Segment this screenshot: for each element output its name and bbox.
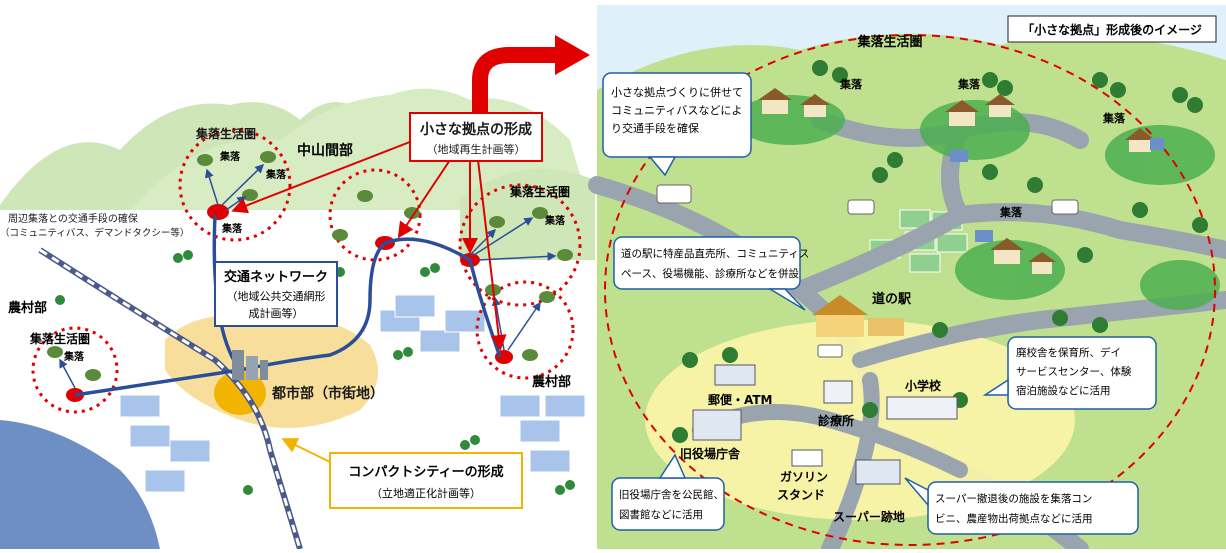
bus-note-line3: り交通手段を確保 <box>611 121 699 135</box>
settlement-blobs <box>47 151 573 381</box>
mountain-region-label: 中山間部 <box>297 142 353 159</box>
school-label: 小学校 <box>905 378 942 393</box>
settlement-area-label-1: 集落生活圏 <box>195 126 256 141</box>
school-note-line3: 宿泊施設などに活用 <box>1016 384 1111 397</box>
bus-note-line2: コミュニティバスなどによ <box>611 104 742 117</box>
right-settlement-4: 集落 <box>999 205 1023 219</box>
urban-area <box>165 315 378 428</box>
gas-station <box>791 449 823 467</box>
station-note-line1: 道の駅に特産品直売所、コミュニティス <box>621 247 809 260</box>
bus-note-callout: 小さな拠点づくりに併せて コミュニティバスなどによ り交通手段を確保 <box>602 72 752 177</box>
clinic-building <box>823 380 853 404</box>
compact-sub: （立地適正化計画等） <box>371 486 481 500</box>
settlement-label-1: 集落 <box>219 150 241 163</box>
right-settlement-1: 集落 <box>839 77 863 91</box>
transition-arrowhead <box>555 35 590 75</box>
network-sub2: 成計画等） <box>249 306 304 320</box>
station-note-line2: ペース、役場機能、診療所などを併設 <box>621 267 799 280</box>
super-note-callout: スーパー撤退後の施設を集落コン ビニ、農産物出荷拠点などに活用 <box>904 477 1139 535</box>
network-title: 交通ネットワーク <box>224 269 328 285</box>
network-sub1: （地域公共交通網形 <box>227 289 326 303</box>
right-area-label: 集落生活圏 <box>856 34 922 50</box>
super-note-line2: ビニ、農産物出荷拠点などに活用 <box>935 512 1093 525</box>
city-buildings <box>232 350 268 380</box>
gas-station-label1: ガソリン <box>780 469 828 484</box>
solar-panels <box>119 294 586 493</box>
settlement-area-boundary <box>604 34 1216 546</box>
transition-arrow <box>472 47 560 115</box>
right-settlement-2: 集落 <box>957 77 981 91</box>
image-title-box: 「小さな拠点」形成後のイメージ <box>1007 15 1217 43</box>
post-building <box>714 364 756 386</box>
buses <box>656 184 1079 358</box>
post-atm-label: 郵便・ATM <box>708 392 772 407</box>
school-note-callout: 廃校舎を保育所、デイ サービスセンター、体験 宿泊施設などに活用 <box>982 336 1157 410</box>
network-box: 交通ネットワーク （地域公共交通網形 成計画等） <box>214 261 338 327</box>
compact-box: コンパクトシティーの形成 （立地適正化計画等） <box>329 452 523 509</box>
settlement-area-label-2: 集落生活圏 <box>509 184 570 199</box>
settlement-label-3: 集落 <box>221 222 243 235</box>
michinoeki-label: 道の駅 <box>872 291 912 307</box>
old-office-building <box>692 409 742 441</box>
gas-station-label2: スタンド <box>777 488 825 502</box>
transport-note-line1: 周辺集落との交通手段の確保 <box>8 212 138 225</box>
office-note-callout: 旧役場庁舎を公民館、 図書館などに活用 <box>611 453 725 531</box>
station-note-callout: 道の駅に特産品直売所、コミュニティス ペース、役場機能、診療所などを併設 <box>613 236 809 311</box>
settlement-circles <box>31 128 582 414</box>
supermarket-building <box>855 459 901 485</box>
urban-label: 都市部（市街地） <box>271 385 384 402</box>
hub-arrows <box>231 139 507 351</box>
small-hub-box: 小さな拠点の形成 （地域再生計画等） <box>409 112 543 162</box>
school-building <box>886 396 958 420</box>
settlement-label-4: 集落 <box>544 214 566 227</box>
image-title: 「小さな拠点」形成後のイメージ <box>1022 22 1202 37</box>
bus-note-line1: 小さな拠点づくりに併せて <box>611 85 743 99</box>
settlement-area-label-3: 集落生活圏 <box>29 331 90 346</box>
old-office-label: 旧役場庁舎 <box>680 446 741 461</box>
office-note-line1: 旧役場庁舎を公民館、 <box>619 488 724 501</box>
super-note-line1: スーパー撤退後の施設を集落コン <box>935 492 1092 505</box>
right-illustration: 「小さな拠点」形成後のイメージ 集落生活圏 集落 集落 集落 集落 小さな拠点づ… <box>588 5 1226 553</box>
settlement-label-2: 集落 <box>265 168 287 181</box>
lake <box>0 420 160 549</box>
compact-title: コンパクトシティーの形成 <box>348 464 503 480</box>
clinic-label: 診療所 <box>818 413 854 428</box>
school-note-line2: サービスセンター、体験 <box>1016 365 1132 378</box>
small-hub-sub: （地域再生計画等） <box>427 142 526 156</box>
compact-arrow <box>281 438 331 463</box>
school-note-line1: 廃校舎を保育所、デイ <box>1016 346 1121 359</box>
settlement-label-5: 集落 <box>63 350 85 363</box>
right-settlement-3: 集落 <box>1102 111 1126 125</box>
transport-note-line2: （コミュニティバス、デマンドタクシー等） <box>0 227 189 239</box>
rural-region-label-2: 農村部 <box>532 374 571 390</box>
rural-region-label-1: 農村部 <box>8 300 47 316</box>
houses <box>758 88 1164 274</box>
left-map: 集落生活圏 集落 集落 集落 中山間部 集落生活圏 集落 農村部 集落生活圏 集… <box>0 35 595 550</box>
michinoeki-building <box>812 295 904 337</box>
office-note-line2: 図書館などに活用 <box>619 508 703 521</box>
small-hub-title: 小さな拠点の形成 <box>420 121 532 138</box>
supermarket-label: スーパー跡地 <box>833 509 905 524</box>
